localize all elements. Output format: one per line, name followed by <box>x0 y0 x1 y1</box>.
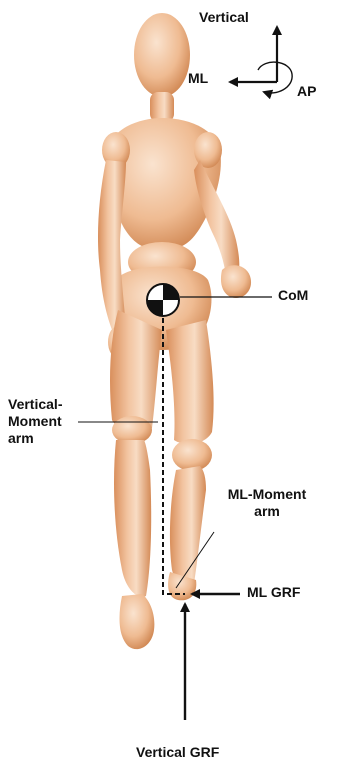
ml-moment-arm-label: ML-Moment arm <box>218 486 316 520</box>
axis-triad <box>230 27 292 93</box>
ml-axis-label: ML <box>188 70 208 87</box>
mannequin-head <box>134 13 190 97</box>
ml-grf-label: ML GRF <box>247 584 300 601</box>
mannequin-left-thigh <box>110 310 162 431</box>
ap-axis-label: AP <box>297 83 316 100</box>
com-marker-icon <box>147 284 179 316</box>
mannequin-right-hand <box>221 265 251 298</box>
ap-rotation-arrow-icon <box>258 62 292 93</box>
mannequin-right-shoulder <box>194 132 222 168</box>
mannequin-right-thigh <box>166 320 214 444</box>
mannequin-left-arm <box>98 160 126 335</box>
mannequin-left-shin <box>114 440 151 597</box>
vertical-grf-label: Vertical GRF <box>136 744 219 761</box>
mannequin-right-knee <box>172 439 212 471</box>
mannequin-right-shin <box>170 466 206 587</box>
com-label: CoM <box>278 287 308 304</box>
mannequin-left-foot <box>120 594 155 649</box>
mannequin-left-knee <box>112 416 152 444</box>
mannequin-neck <box>150 92 174 122</box>
vertical-moment-arm-label: Vertical- Moment arm <box>8 396 62 447</box>
vertical-axis-label: Vertical <box>199 9 249 26</box>
mannequin-figure <box>98 13 251 649</box>
